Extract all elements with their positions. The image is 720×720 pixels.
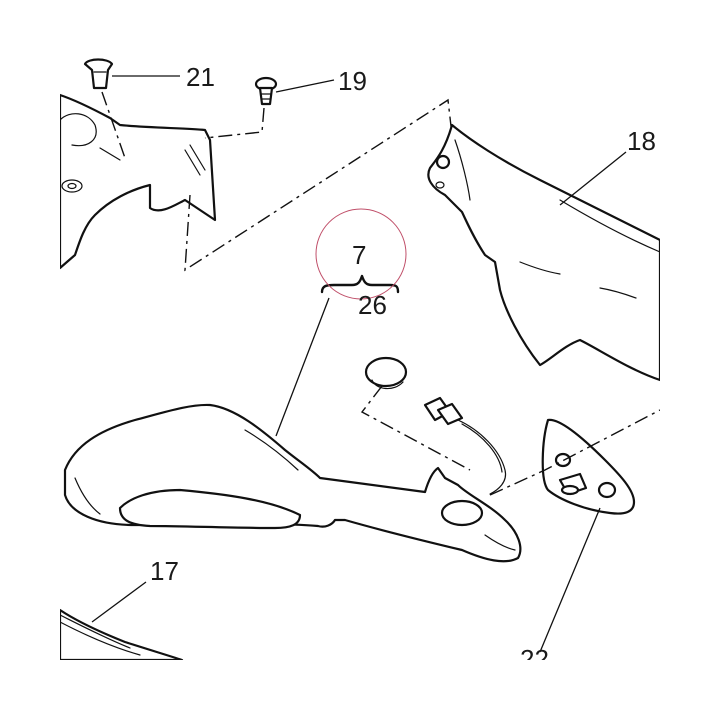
bottom-margin [0, 660, 720, 720]
label-21: 21 [186, 62, 215, 92]
mirror-assembly-7 [63, 403, 522, 563]
screw-19-guide-line [204, 107, 265, 139]
bolt-21-guide-line [101, 91, 126, 159]
leader-7 [275, 297, 330, 437]
grommet-guide-line [360, 385, 471, 471]
leader-17 [91, 581, 147, 623]
label-26: 26 [358, 290, 387, 320]
label-19: 19 [338, 66, 367, 96]
screw-19-icon [254, 76, 278, 106]
label-17: 17 [150, 556, 179, 586]
left-margin [0, 0, 60, 720]
grommet-26-icon [364, 356, 408, 390]
mirror-gasket-22 [541, 418, 636, 515]
highlight-circle [315, 208, 407, 300]
part-17 [58, 608, 184, 662]
bolt-21-icon [83, 58, 114, 90]
connector-wire-icon [423, 396, 507, 495]
upper-left-bracket-assembly [58, 93, 217, 270]
fairing-panel-18 [427, 123, 662, 382]
right-margin [660, 0, 720, 720]
leader-18 [559, 151, 627, 206]
label-18: 18 [627, 126, 656, 156]
leader-22 [539, 507, 601, 653]
mounting-guide-line [184, 98, 453, 272]
gasket-guide-line [489, 409, 661, 496]
leader-19 [275, 79, 335, 93]
label-7: 7 [352, 240, 366, 270]
